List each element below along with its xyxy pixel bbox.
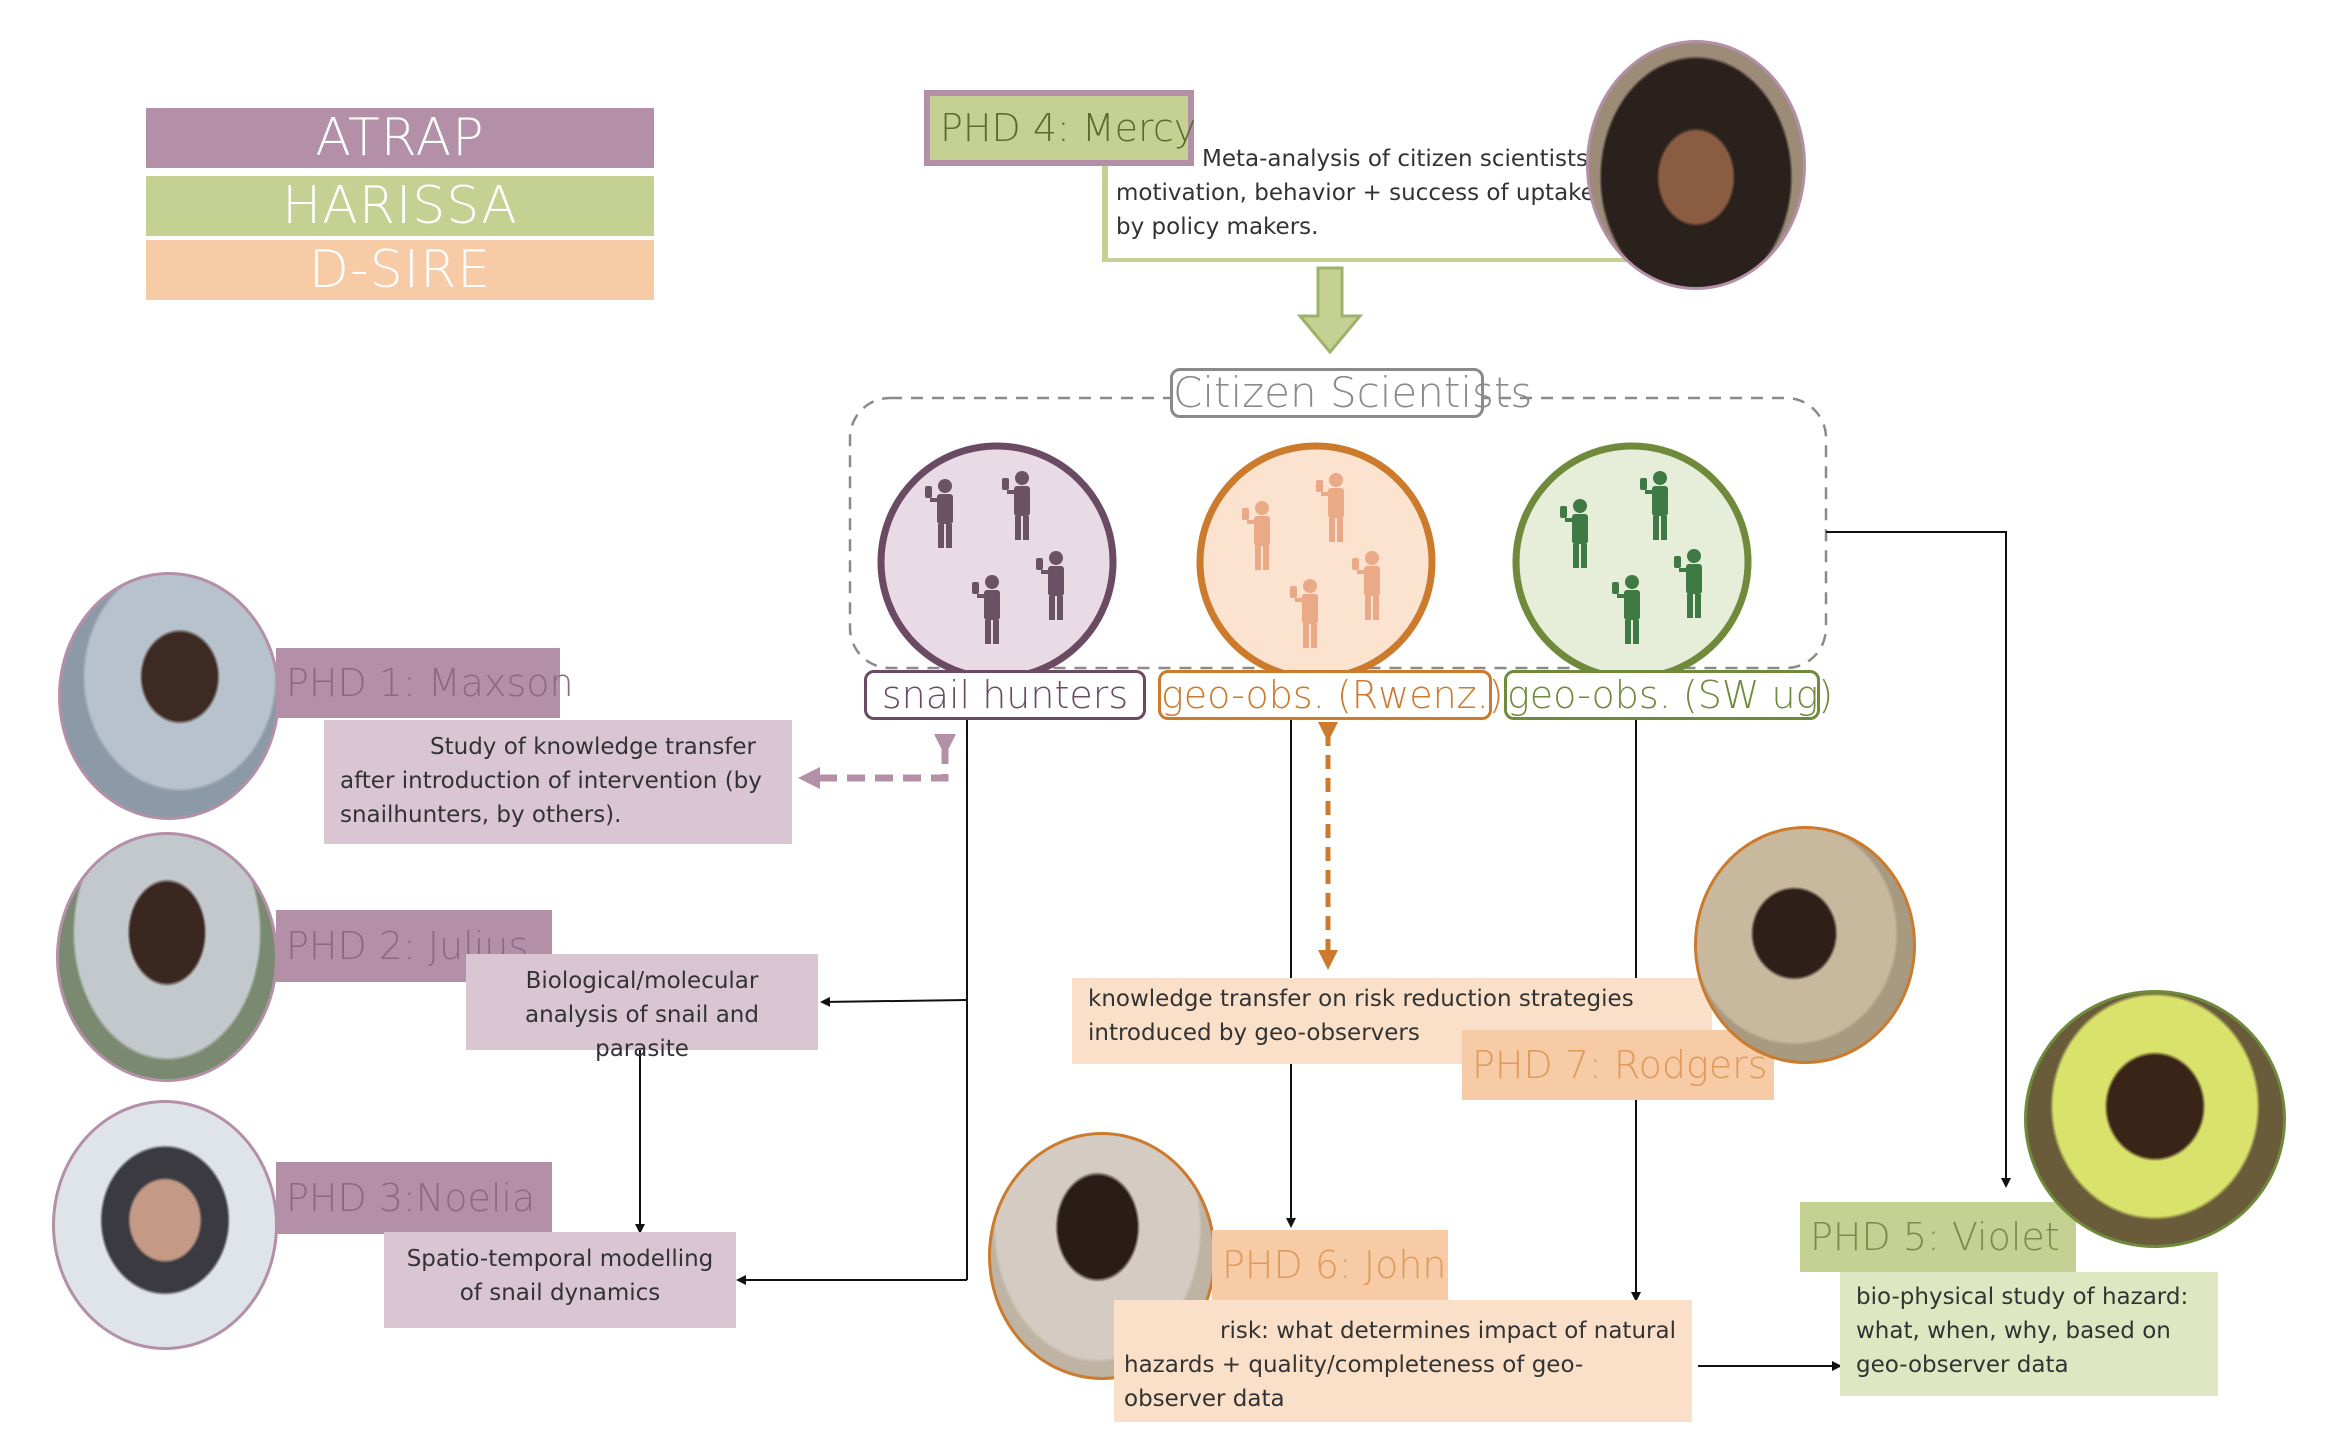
violet-photo bbox=[2024, 990, 2286, 1248]
noelia-photo bbox=[52, 1100, 278, 1350]
phd5-desc: bio-physical study of hazard: what, when… bbox=[1840, 1272, 2218, 1396]
phd7-label: PHD 7: Rodgers bbox=[1462, 1030, 1774, 1100]
phd1-desc: Study of knowledge transfer after introd… bbox=[324, 720, 792, 844]
geo-obs-rwenz-people-icon bbox=[1242, 473, 1380, 648]
rodgers-photo bbox=[1694, 826, 1916, 1064]
geo-obs-swug-label: geo-obs. (SW ug) bbox=[1504, 670, 1833, 720]
geo-obs-rwenz-label: geo-obs. (Rwenz.) bbox=[1158, 670, 1504, 720]
phd2-desc: Biological/molecular analysis of snail a… bbox=[466, 954, 818, 1062]
phd5-label: PHD 5: Violet bbox=[1800, 1202, 2076, 1272]
phd4-label: PHD 4: Mercy bbox=[924, 90, 1196, 166]
geo-obs-swug-circle bbox=[1512, 442, 1752, 682]
phd1-label: PHD 1: Maxson bbox=[276, 648, 574, 718]
snail-hunters-label: snail hunters bbox=[864, 670, 1146, 720]
phd3-label: PHD 3:Noelia bbox=[276, 1162, 552, 1234]
julius-photo bbox=[56, 832, 278, 1082]
mercy-down-arrow bbox=[1296, 266, 1364, 355]
phd3-desc: Spatio-temporal modelling of snail dynam… bbox=[384, 1232, 736, 1328]
legend-harissa: HARISSA bbox=[146, 176, 654, 236]
geo-obs-swug-people-icon bbox=[1560, 471, 1702, 644]
snail-to-phd1-dashed bbox=[798, 734, 956, 789]
maxson-photo bbox=[58, 572, 280, 820]
phd6-desc: risk: what determines impact of natural … bbox=[1114, 1300, 1692, 1422]
mercy-photo bbox=[1586, 40, 1806, 290]
group-to-phd5-arrow bbox=[1826, 531, 2011, 1188]
legend-atrap: ATRAP bbox=[146, 108, 654, 168]
snail-hunters-people-icon bbox=[925, 471, 1064, 644]
phd4-desc: Meta-analysis of citizen scientists: mot… bbox=[1116, 146, 1596, 240]
phd6-label: PHD 6: John bbox=[1212, 1230, 1448, 1300]
citizen-scientists-title: Citizen Scientists bbox=[1170, 368, 1532, 418]
legend-dsire: D-SIRE bbox=[146, 240, 654, 300]
to-phd2-arrow bbox=[820, 996, 968, 1007]
